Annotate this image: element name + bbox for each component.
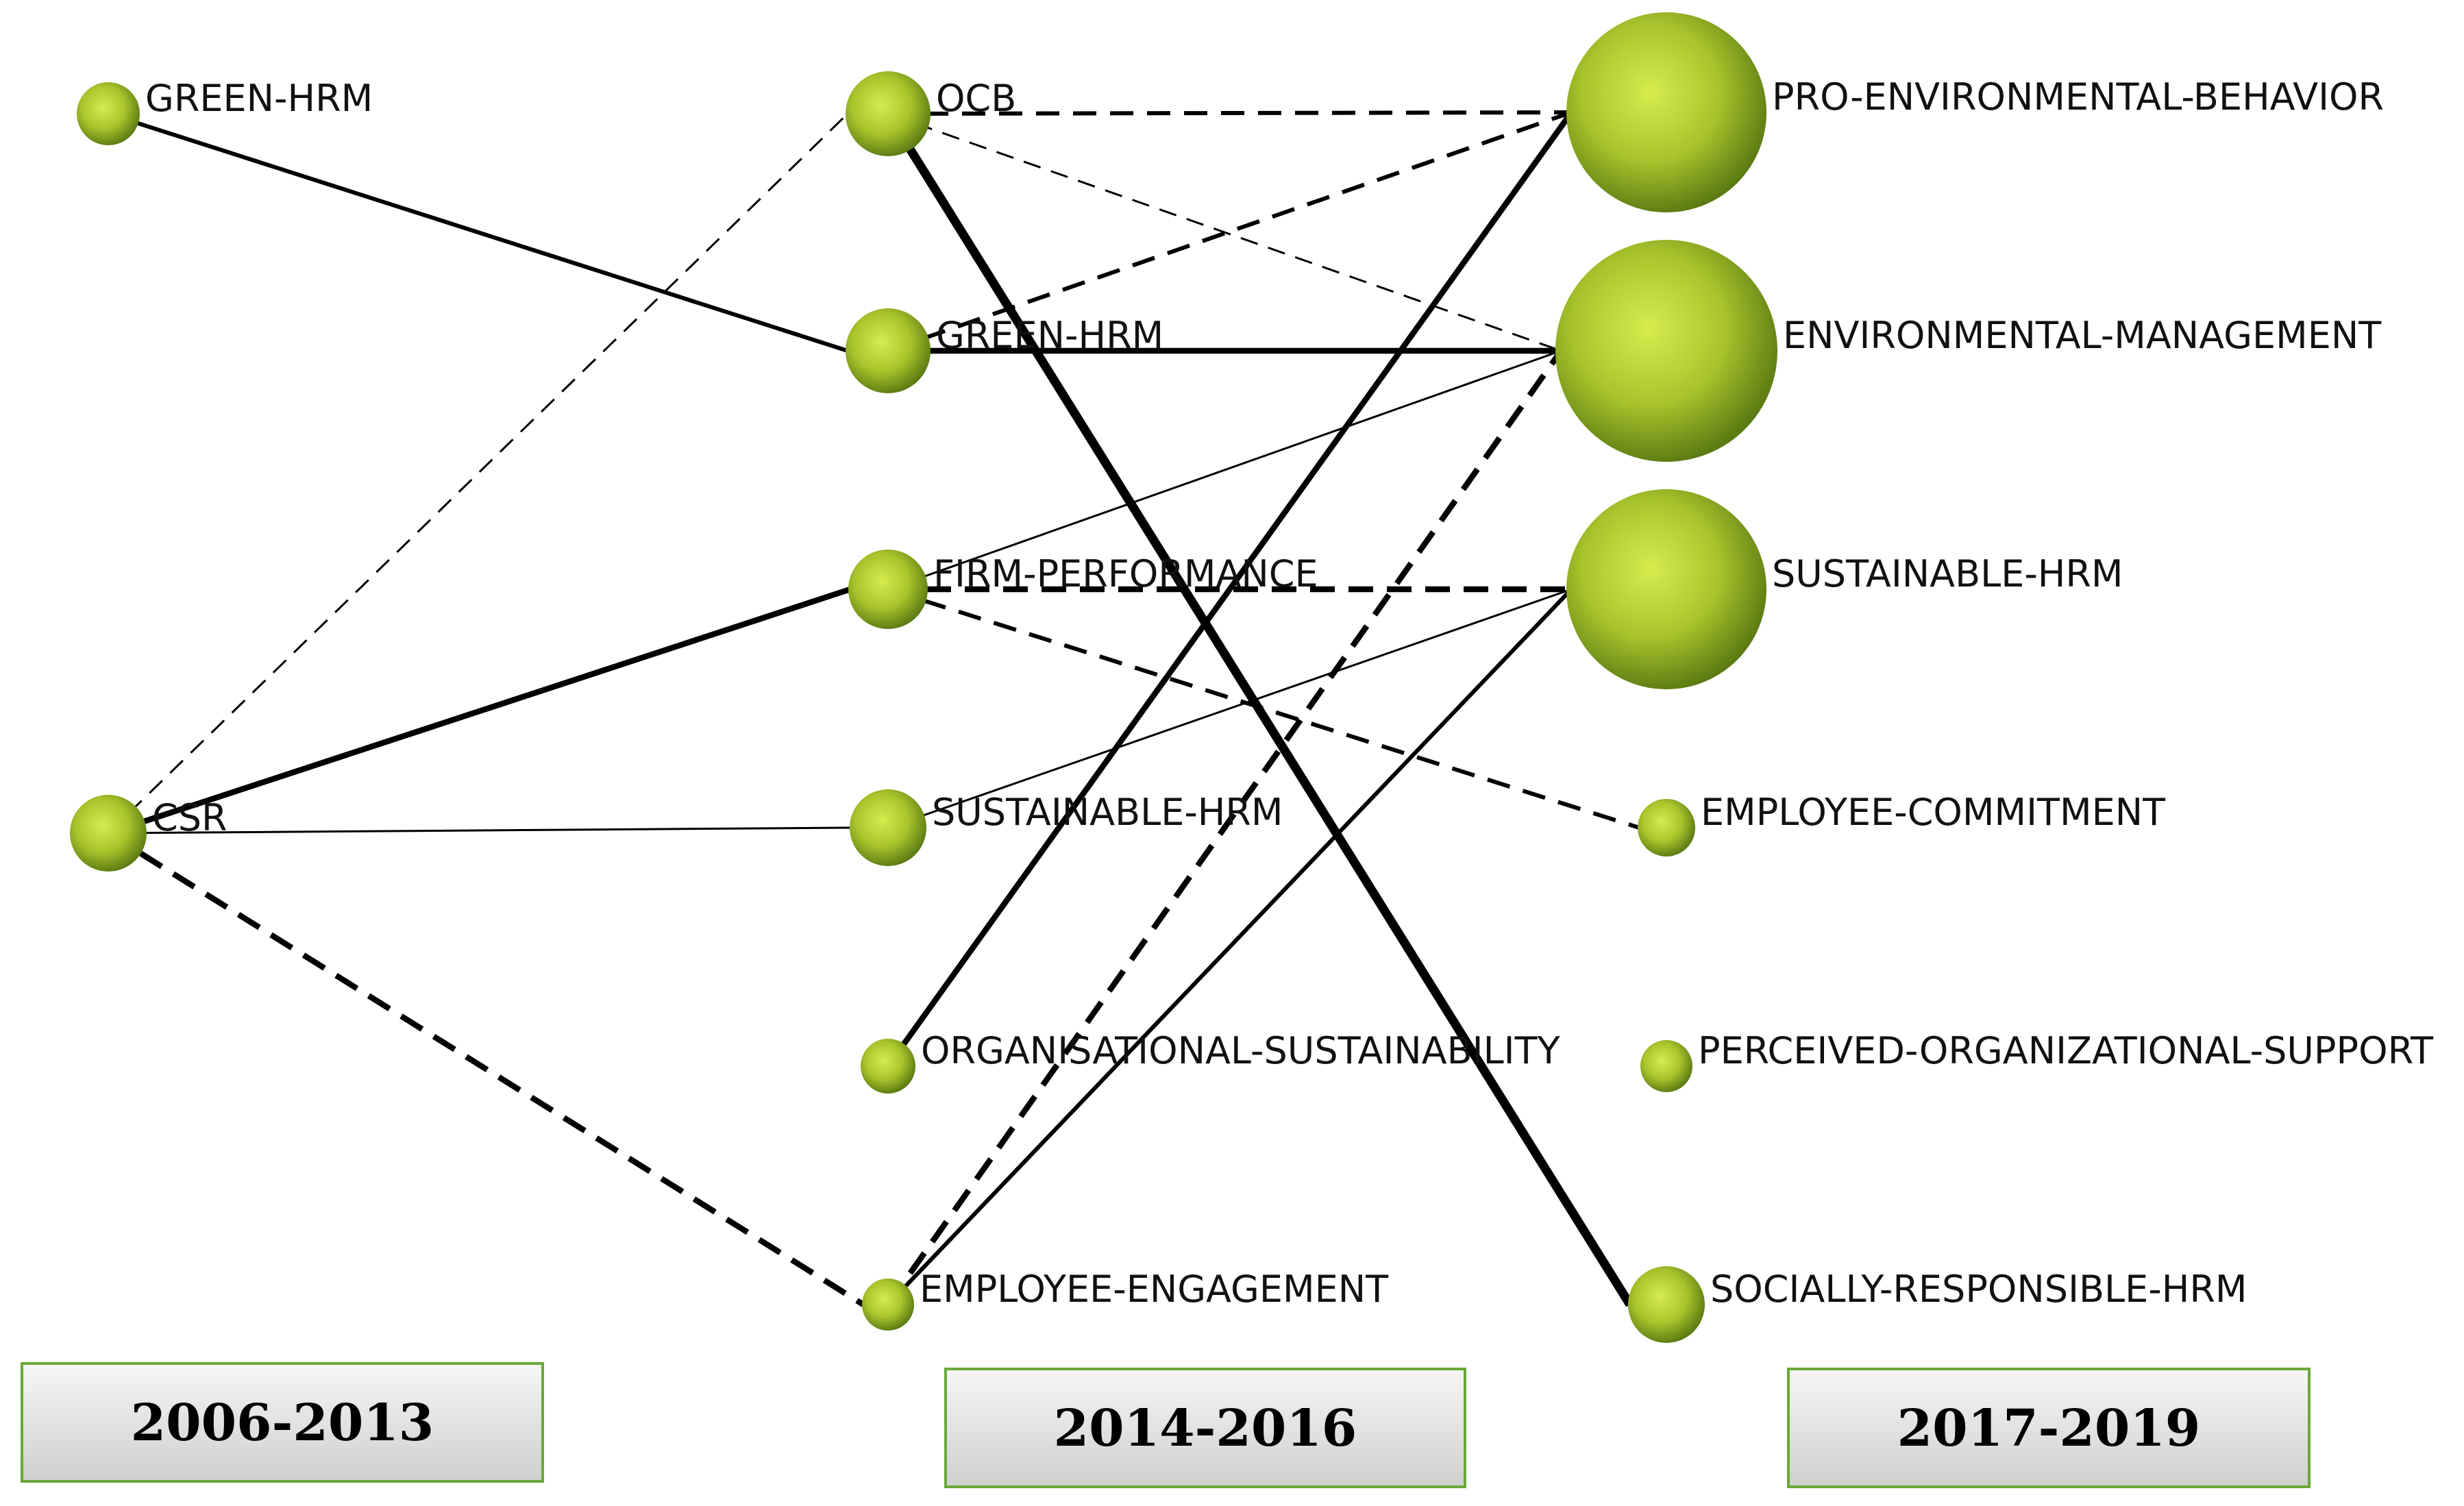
period-box-2014-2016: 2014-2016 <box>944 1368 1466 1488</box>
node-label-p2-organisational-sustainability: ORGANISATIONAL-SUSTAINABILITY <box>921 1029 1561 1072</box>
node-p3-socially-responsible-hrm: SOCIALLY-RESPONSIBLE-HRM <box>1628 1266 2247 1343</box>
period-label-2014-2016: 2014-2016 <box>1054 1399 1357 1458</box>
node-label-p3-employee-commitment: EMPLOYEE-COMMITMENT <box>1701 791 2166 834</box>
node-circle-p2-green-hrm <box>846 308 931 393</box>
node-label-p2-ocb: OCB <box>936 77 1016 120</box>
node-circle-p2-ocb <box>846 71 931 156</box>
edge-p2-firm-performance-to-p3-employee-commitment <box>887 587 1640 830</box>
edge-p1-green-hrm-to-p2-green-hrm <box>108 112 849 353</box>
node-p1-csr: CSR <box>70 795 227 872</box>
edge-p1-csr-to-p2-employee-engagement <box>106 830 865 1307</box>
node-circle-p2-employee-engagement <box>862 1279 914 1331</box>
node-label-p2-green-hrm: GREEN-HRM <box>936 314 1163 357</box>
edge-p1-csr-to-p2-firm-performance <box>107 586 852 837</box>
node-p3-perceived-organizational-support: PERCEIVED-ORGANIZATIONAL-SUPPORT <box>1640 1029 2434 1092</box>
node-circle-p2-firm-performance <box>848 550 928 629</box>
node-circle-p2-organisational-sustainability <box>861 1039 915 1094</box>
edge-p2-employee-engagement-to-p3-environmental-management <box>885 349 1564 1307</box>
period-box-2006-2013: 2006-2013 <box>21 1362 544 1483</box>
edge-p1-csr-to-p2-ocb <box>107 112 849 835</box>
node-circle-p3-sustainable-hrm <box>1566 489 1766 689</box>
node-label-p2-sustainable-hrm: SUSTAINABLE-HRM <box>932 791 1283 834</box>
node-circle-p3-socially-responsible-hrm <box>1628 1266 1705 1343</box>
edge-p2-organisational-sustainability-to-p3-pro-environmental-behavior <box>885 110 1574 1068</box>
node-label-p3-sustainable-hrm: SUSTAINABLE-HRM <box>1772 552 2123 595</box>
edge-p2-firm-performance-to-p3-environmental-management <box>887 349 1562 591</box>
period-label-2017-2019: 2017-2019 <box>1897 1399 2201 1458</box>
node-p3-employee-commitment: EMPLOYEE-COMMITMENT <box>1638 791 2166 856</box>
edge-p2-ocb-to-p3-environmental-management <box>887 112 1562 352</box>
node-label-p3-socially-responsible-hrm: SOCIALLY-RESPONSIBLE-HRM <box>1710 1268 2247 1311</box>
node-circle-p1-csr <box>70 795 147 872</box>
node-label-p3-pro-environmental-behavior: PRO-ENVIRONMENTAL-BEHAVIOR <box>1772 75 2384 119</box>
node-p2-ocb: OCB <box>846 71 1016 156</box>
node-label-p3-environmental-management: ENVIRONMENTAL-MANAGEMENT <box>1783 314 2382 357</box>
node-p2-employee-engagement: EMPLOYEE-ENGAGEMENT <box>862 1268 1389 1331</box>
node-p2-green-hrm: GREEN-HRM <box>846 308 1163 393</box>
node-p1-green-hrm: GREEN-HRM <box>77 77 373 145</box>
node-circle-p2-sustainable-hrm <box>850 789 926 866</box>
node-p3-environmental-management: ENVIRONMENTAL-MANAGEMENT <box>1555 240 2382 462</box>
edge-p2-green-hrm-to-p3-pro-environmental-behavior <box>887 110 1573 353</box>
edges-layer <box>106 110 1640 1307</box>
node-label-p1-green-hrm: GREEN-HRM <box>145 77 373 120</box>
node-label-p2-employee-engagement: EMPLOYEE-ENGAGEMENT <box>920 1268 1389 1311</box>
node-circle-p3-pro-environmental-behavior <box>1566 12 1766 212</box>
node-label-p1-csr: CSR <box>152 796 227 839</box>
edge-p2-sustainable-hrm-to-p3-sustainable-hrm <box>887 588 1572 829</box>
node-p3-sustainable-hrm: SUSTAINABLE-HRM <box>1566 489 2123 689</box>
period-label-2006-2013: 2006-2013 <box>131 1394 434 1453</box>
node-p2-firm-performance: FIRM-PERFORMANCE <box>848 550 1318 629</box>
node-circle-p3-perceived-organizational-support <box>1640 1040 1692 1092</box>
node-circle-p3-employee-commitment <box>1638 799 1695 856</box>
nodes-layer: GREEN-HRM CSR OCB GREEN-HRM FIRM-PERFORMANCE… <box>70 12 2434 1343</box>
edge-p1-csr-to-p2-sustainable-hrm <box>108 826 852 835</box>
node-p2-organisational-sustainability: ORGANISATIONAL-SUSTAINABILITY <box>861 1029 1561 1094</box>
edge-p2-employee-engagement-to-p3-sustainable-hrm <box>886 587 1573 1307</box>
node-label-p2-firm-performance: FIRM-PERFORMANCE <box>933 552 1318 595</box>
node-label-p3-perceived-organizational-support: PERCEIVED-ORGANIZATIONAL-SUPPORT <box>1698 1029 2434 1072</box>
node-p3-pro-environmental-behavior: PRO-ENVIRONMENTAL-BEHAVIOR <box>1566 12 2384 212</box>
node-p2-sustainable-hrm: SUSTAINABLE-HRM <box>850 789 1283 866</box>
node-circle-p1-green-hrm <box>77 82 140 145</box>
period-box-2017-2019: 2017-2019 <box>1787 1368 2311 1488</box>
node-circle-p3-environmental-management <box>1555 240 1777 462</box>
edge-p2-ocb-to-p3-pro-environmental-behavior <box>887 110 1572 116</box>
